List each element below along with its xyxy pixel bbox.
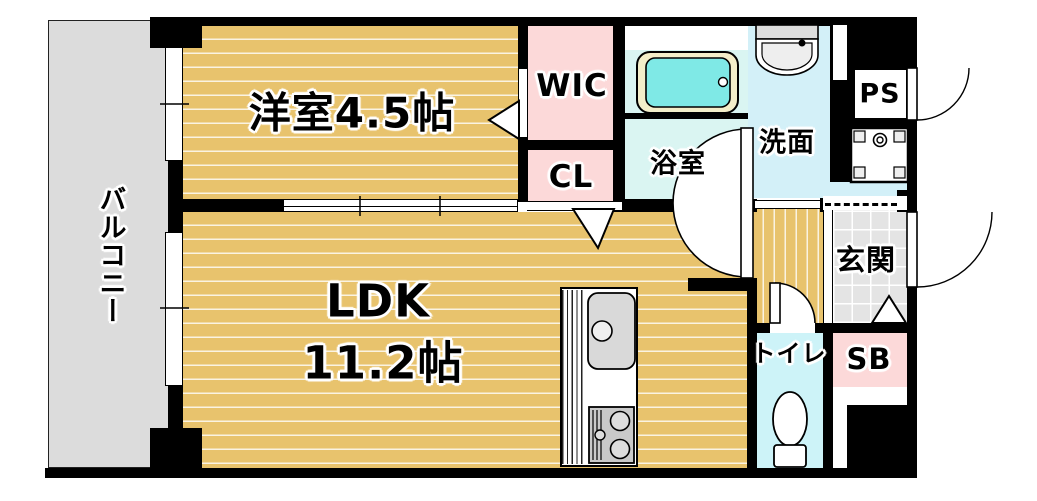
wall-right-b bbox=[907, 120, 917, 212]
entrance-boundary-dashed-line bbox=[825, 203, 897, 206]
bathtub-icon bbox=[625, 51, 748, 119]
wall-bath-bottom-a bbox=[613, 199, 674, 212]
toilet-door-swing-arc bbox=[769, 282, 816, 324]
wall-mass-bottomright bbox=[847, 405, 917, 468]
closet-floor bbox=[527, 150, 613, 202]
door-direction-triangles bbox=[487, 99, 908, 324]
wic-floor bbox=[527, 26, 613, 140]
wall-wic-cl-divider bbox=[518, 140, 625, 150]
ldk-size-label: 11.2帖 bbox=[302, 336, 464, 390]
wall-ps-washer-divider bbox=[851, 120, 908, 128]
front-door-swing-arc bbox=[906, 211, 993, 288]
ldk-floor bbox=[183, 212, 747, 468]
entrance-label: 玄関 bbox=[835, 243, 897, 277]
washroom-label: 洗面 bbox=[759, 127, 815, 159]
wall-left-c bbox=[168, 385, 183, 428]
shoe-box-label: SB bbox=[846, 342, 892, 376]
wall-wic-left-bottom bbox=[518, 138, 528, 202]
balcony-area bbox=[48, 20, 170, 468]
kitchen-sink-icon bbox=[587, 292, 636, 370]
bathroom-label: 浴室 bbox=[650, 148, 706, 180]
window-ldk bbox=[165, 232, 183, 386]
wall-wic-left-top bbox=[518, 26, 528, 68]
western-room-label: 洋室4.5帖 bbox=[248, 88, 456, 138]
western-room-floor bbox=[183, 26, 518, 199]
wall-entrance-bottom bbox=[823, 323, 917, 333]
wall-top bbox=[150, 17, 917, 26]
bathroom-door-swing-arc bbox=[672, 127, 754, 279]
wall-bottom bbox=[45, 468, 917, 478]
shoe-box-floor bbox=[833, 333, 907, 387]
closet-label: CL bbox=[548, 159, 594, 195]
closet-door-triangle bbox=[571, 208, 616, 251]
bathroom-top-ledge bbox=[625, 26, 748, 50]
gas-stove-icon bbox=[588, 406, 635, 464]
toilet-icon bbox=[772, 391, 808, 468]
washing-machine-pan-icon bbox=[849, 126, 910, 184]
wall-toilet-door-a bbox=[747, 323, 770, 333]
window-tick-marks bbox=[160, 103, 441, 309]
entrance-floor bbox=[833, 210, 907, 323]
wall-right-c bbox=[907, 287, 917, 468]
kitchen-counter-hatch bbox=[562, 290, 585, 464]
entrance-step-triangle bbox=[870, 294, 908, 324]
sliding-door-room-ldk bbox=[283, 199, 518, 212]
toilet-label: トイレ bbox=[751, 339, 827, 368]
washbasin-icon bbox=[755, 24, 819, 76]
opening-washroom-hall bbox=[755, 200, 820, 209]
wic-door-triangle bbox=[487, 99, 520, 141]
wall-sb-left bbox=[823, 323, 833, 468]
wall-partition-room-ldk bbox=[168, 199, 283, 212]
entrance-step-edge bbox=[823, 210, 833, 323]
pipe-space-label: PS bbox=[859, 78, 901, 110]
wall-corner-bottomleft bbox=[150, 428, 202, 468]
wall-hall-stub bbox=[688, 278, 757, 291]
balcony-label: バルコニー bbox=[94, 185, 126, 325]
wall-left-a bbox=[168, 17, 183, 49]
ldk-label: LDK bbox=[326, 274, 430, 328]
vent-notch-topright bbox=[833, 25, 847, 80]
ps-door-swing-arc bbox=[906, 67, 970, 121]
wall-toilet-left bbox=[747, 291, 757, 468]
wall-left-b bbox=[168, 160, 183, 233]
wic-label: WIC bbox=[536, 68, 608, 104]
notch-bottomright bbox=[833, 405, 847, 468]
gap-below-shoebox bbox=[833, 387, 907, 405]
wall-mid-right bbox=[613, 17, 625, 212]
wall-ps-left bbox=[830, 68, 853, 182]
